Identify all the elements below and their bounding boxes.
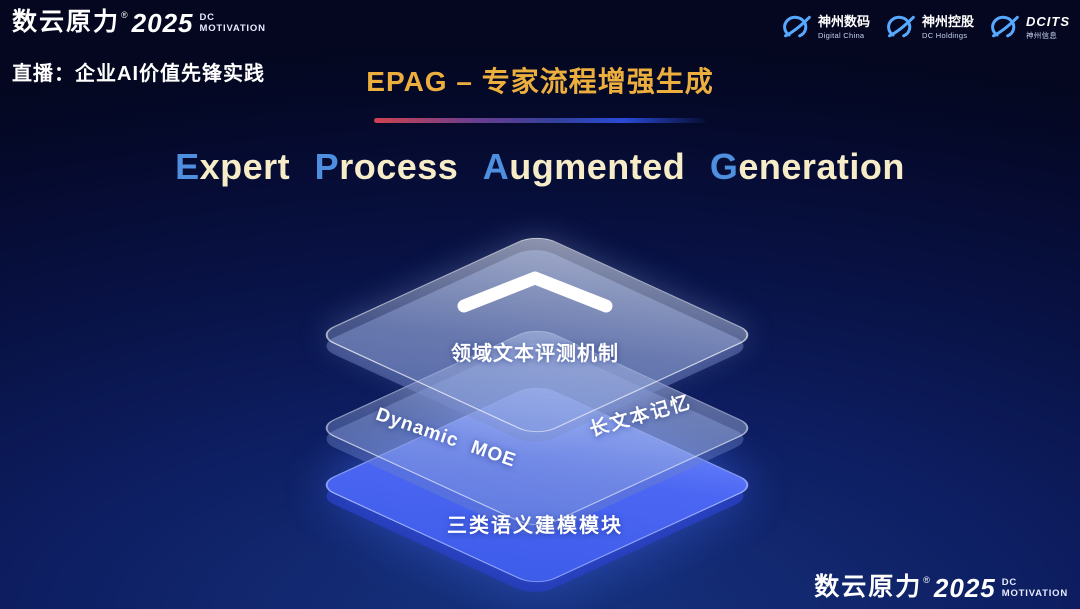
chevron-up-icon [457, 271, 613, 313]
partner-logos: 神州数码 Digital China 神州控股 DC Holdings DCIT… [782, 12, 1070, 42]
partner-text: 神州控股 DC Holdings [922, 14, 974, 41]
brand-tagline: DC MOTIVATION [199, 12, 266, 35]
word-augmented-rest: ugmented [509, 146, 686, 187]
semantic-modeling-label: 三类语义建模模块 [447, 515, 623, 537]
word-process: Process [315, 146, 459, 188]
partner-text: 神州数码 Digital China [818, 14, 870, 41]
partner-digital-china: 神州数码 Digital China [782, 12, 870, 42]
word-generation: Generation [710, 146, 905, 188]
brand-tagline: DC MOTIVATION [1001, 577, 1068, 600]
partner-dc-holdings: 神州控股 DC Holdings [886, 12, 974, 42]
partner-subtitle: DC Holdings [921, 30, 968, 40]
live-stream-label: 直播：企业AI价值先锋实践 [12, 63, 265, 85]
partner-subtitle: 神州信息 [1026, 30, 1058, 40]
brand-logo-top-left: 数云原力 ® 2025 DC MOTIVATION [12, 8, 266, 38]
brand-name: 数云原力 [12, 8, 121, 36]
word-generation-capital: G [709, 146, 739, 187]
partner-dcits: DCITS 神州信息 [990, 12, 1070, 42]
swoosh-icon [783, 15, 811, 38]
brand-year: 2025 [933, 573, 996, 603]
word-process-rest: rocess [339, 146, 459, 187]
word-augmented: Augmented [483, 146, 686, 188]
brand-logo-bottom-right: 数云原力 ® 2025 DC MOTIVATION [814, 573, 1068, 603]
partner-subtitle: Digital China [817, 30, 865, 40]
partner-text: DCITS 神州信息 [1026, 14, 1070, 41]
word-process-capital: P [314, 146, 340, 187]
brand-year: 2025 [131, 8, 194, 38]
partner-name: 神州数码 [817, 13, 870, 29]
title-gradient-divider [374, 118, 706, 123]
word-expert-capital: E [175, 146, 200, 187]
evaluation-layer-label: 领域文本评测机制 [451, 343, 619, 365]
brand-reg-mark: ® [121, 10, 128, 20]
brand-name: 数云原力 [814, 575, 922, 600]
swoosh-icon [991, 15, 1019, 38]
word-expert-rest: xpert [199, 146, 291, 187]
english-subtitle: Expert Process Augmented Generation [0, 146, 1080, 188]
brand-tagline-line2: MOTIVATION [1001, 587, 1068, 599]
word-generation-rest: eneration [738, 146, 905, 187]
brand-reg-mark: ® [923, 575, 930, 585]
word-augmented-capital: A [482, 146, 510, 187]
brand-tagline-line1: DC [199, 12, 215, 23]
page-title: EPAG – 专家流程增强生成 [366, 66, 714, 97]
swoosh-icon [887, 15, 915, 38]
brand-tagline-line1: DC [1001, 577, 1018, 588]
partner-name: DCITS [1026, 13, 1070, 29]
partner-name: 神州控股 [921, 13, 974, 29]
brand-tagline-line2: MOTIVATION [199, 22, 266, 34]
word-expert: Expert [175, 146, 290, 188]
